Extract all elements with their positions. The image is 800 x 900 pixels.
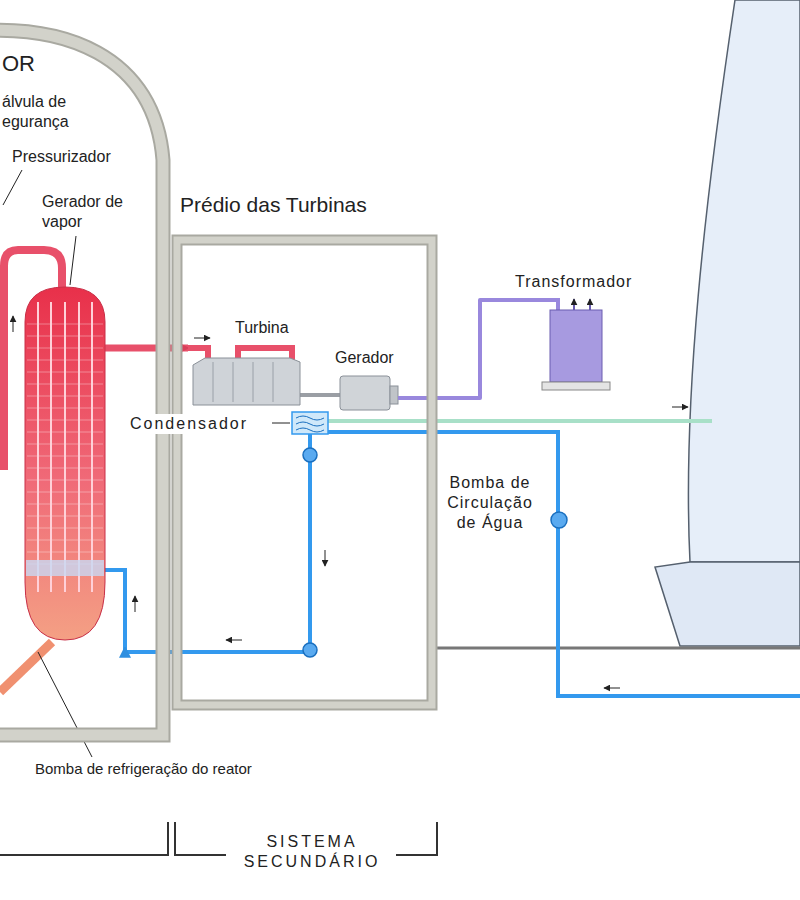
condenser-coil bbox=[296, 416, 324, 432]
containment-building-label: OR bbox=[2, 50, 35, 78]
turbine-body bbox=[193, 358, 300, 405]
condenser-box bbox=[292, 412, 328, 434]
system-bracket-label-box: SISTEMA SECUNDÁRIO bbox=[228, 832, 396, 872]
circulation-pump-label: Bomba de Circulação de Água bbox=[440, 473, 540, 533]
output-arrow bbox=[589, 299, 591, 310]
pressurizer-label: Pressurizador bbox=[12, 147, 111, 167]
condenser-label: Condensador bbox=[127, 414, 251, 434]
turbine-building: Prédio das TurbinasTurbinaGeradorCondens… bbox=[172, 192, 437, 712]
steam-outlet-pipe bbox=[103, 345, 153, 352]
steam-generator-label: Gerador de vapor bbox=[42, 192, 142, 232]
containment-wall bbox=[0, 30, 163, 735]
leader-line bbox=[272, 423, 290, 424]
tube-sheet bbox=[26, 560, 104, 576]
feedwater-inlet-pipe bbox=[103, 570, 125, 647]
cold-water-pipe bbox=[328, 432, 800, 696]
turbine-label: Turbina bbox=[235, 318, 289, 338]
tube-line bbox=[64, 302, 66, 592]
flow-arrow bbox=[226, 640, 242, 641]
flow-arrow bbox=[325, 550, 326, 566]
flow-arrow bbox=[604, 688, 620, 689]
turbine-building-label: Prédio das Turbinas bbox=[180, 192, 367, 218]
tube-line bbox=[78, 302, 80, 592]
transformer-body bbox=[550, 310, 602, 382]
power-cable bbox=[510, 300, 558, 310]
ground-line bbox=[435, 647, 800, 650]
turbine-detail bbox=[233, 362, 234, 402]
turbine-detail bbox=[273, 362, 274, 402]
feedwater-pipe bbox=[125, 442, 310, 652]
turbine-building-drawing bbox=[172, 192, 437, 712]
turbine-shaft bbox=[300, 393, 340, 397]
warm-water-pipe bbox=[328, 419, 712, 423]
reactor-pump-label: Bomba de refrigeração do reator bbox=[35, 760, 252, 779]
transformer: Transformador bbox=[510, 270, 682, 400]
tube-line bbox=[37, 302, 39, 592]
pressurizer-label-box: Pressurizador bbox=[12, 147, 111, 167]
leader-line bbox=[3, 170, 22, 205]
cold-leg-pipe bbox=[0, 642, 52, 692]
cooling-tower-base bbox=[655, 562, 800, 646]
system-bracket-label: SISTEMA SECUNDÁRIO bbox=[228, 832, 396, 872]
pump-symbol bbox=[303, 643, 317, 657]
power-cable bbox=[398, 396, 413, 400]
steam-generator-body bbox=[25, 287, 105, 640]
cooling-tower bbox=[688, 0, 800, 562]
pump-symbol bbox=[303, 448, 317, 462]
turbine-detail bbox=[213, 362, 214, 402]
building-wall bbox=[177, 240, 432, 705]
generator-body bbox=[340, 376, 390, 410]
transformer-base bbox=[542, 382, 610, 390]
valve-label-box: álvula de egurança bbox=[2, 92, 82, 132]
generator-end bbox=[390, 386, 398, 404]
generator-label: Gerador bbox=[335, 348, 394, 368]
flow-arrow bbox=[672, 407, 688, 408]
pump-symbol bbox=[551, 512, 567, 528]
reactor-pump-label-box: Bomba de refrigeração do reator bbox=[35, 760, 252, 779]
circulation-pump-label-box: Bomba de Circulação de Água bbox=[440, 473, 540, 533]
leader-line bbox=[70, 236, 76, 285]
flow-arrow bbox=[194, 338, 210, 339]
turbine-detail bbox=[253, 362, 254, 402]
generator: Gerador bbox=[333, 348, 413, 412]
containment-wall bbox=[0, 30, 163, 735]
condenser: Condensador bbox=[122, 408, 332, 442]
tube-line bbox=[50, 302, 52, 592]
flow-arrow bbox=[13, 316, 14, 332]
building-wall bbox=[177, 240, 432, 705]
condensate-pipe bbox=[308, 434, 312, 442]
output-arrow bbox=[573, 299, 575, 310]
valve-label: álvula de egurança bbox=[2, 92, 82, 132]
transformer-label: Transformador bbox=[515, 272, 632, 292]
turbine: Turbina bbox=[188, 318, 308, 410]
bracket bbox=[0, 822, 168, 855]
tube-line bbox=[91, 302, 93, 592]
flow-arrow bbox=[135, 596, 136, 612]
